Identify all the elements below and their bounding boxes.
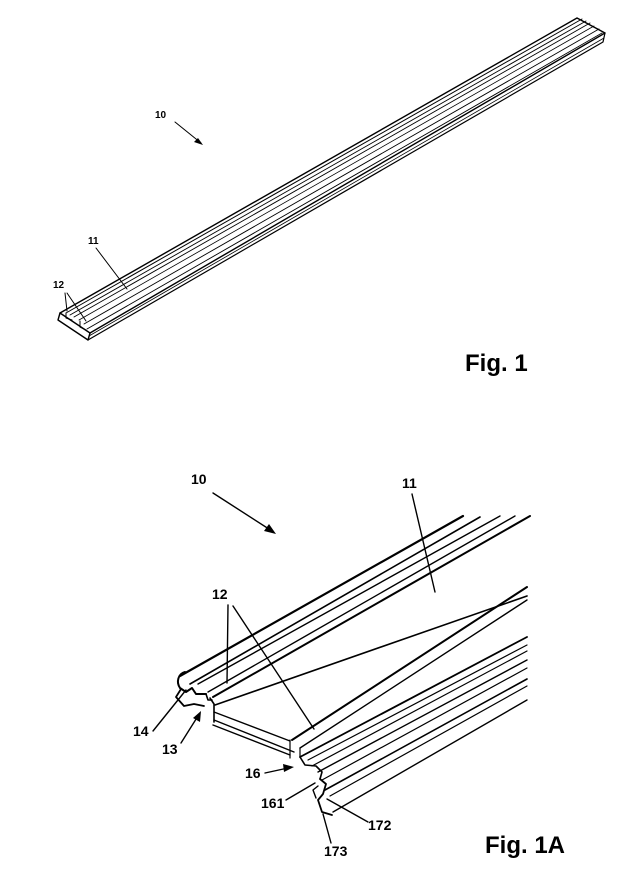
label-12-fig1a: 12	[212, 586, 228, 602]
label-10-fig1: 10	[155, 110, 167, 121]
leader-10-fig1a	[213, 493, 272, 531]
caption-fig1a: Fig. 1A	[485, 832, 565, 859]
leader-12b-fig1a	[233, 606, 314, 729]
leader-14-fig1a	[153, 690, 186, 731]
label-11-fig1a: 11	[402, 475, 417, 491]
label-173-fig1a: 173	[324, 843, 348, 859]
arrowhead-13-fig1a	[193, 711, 201, 722]
label-12-fig1: 12	[53, 280, 65, 291]
figure-1a: 10 11 12 14 13 16 161 172 173 Fig. 1A	[133, 471, 565, 859]
rail-profile-enlarged	[176, 516, 530, 815]
caption-fig1: Fig. 1	[465, 350, 528, 377]
label-11-fig1: 11	[88, 236, 99, 247]
label-172-fig1a: 172	[368, 817, 392, 833]
label-14-fig1a: 14	[133, 723, 149, 739]
label-16-fig1a: 16	[245, 765, 261, 781]
label-13-fig1a: 13	[162, 741, 178, 757]
arrowhead-16-fig1a	[283, 764, 294, 772]
leader-13-fig1a	[181, 716, 198, 743]
label-10-fig1a: 10	[191, 471, 207, 487]
leader-12a-fig1	[65, 293, 67, 311]
leader-12a-fig1a	[227, 605, 228, 683]
arrowhead-10-fig1a	[264, 524, 276, 534]
figure-1: 10 11 12 Fig. 1	[53, 18, 605, 377]
leader-173-fig1a	[323, 814, 331, 843]
label-161-fig1a: 161	[261, 795, 285, 811]
rail-profile-small	[58, 18, 605, 340]
leader-172-fig1a	[327, 799, 368, 822]
leader-161-fig1a	[286, 783, 315, 800]
